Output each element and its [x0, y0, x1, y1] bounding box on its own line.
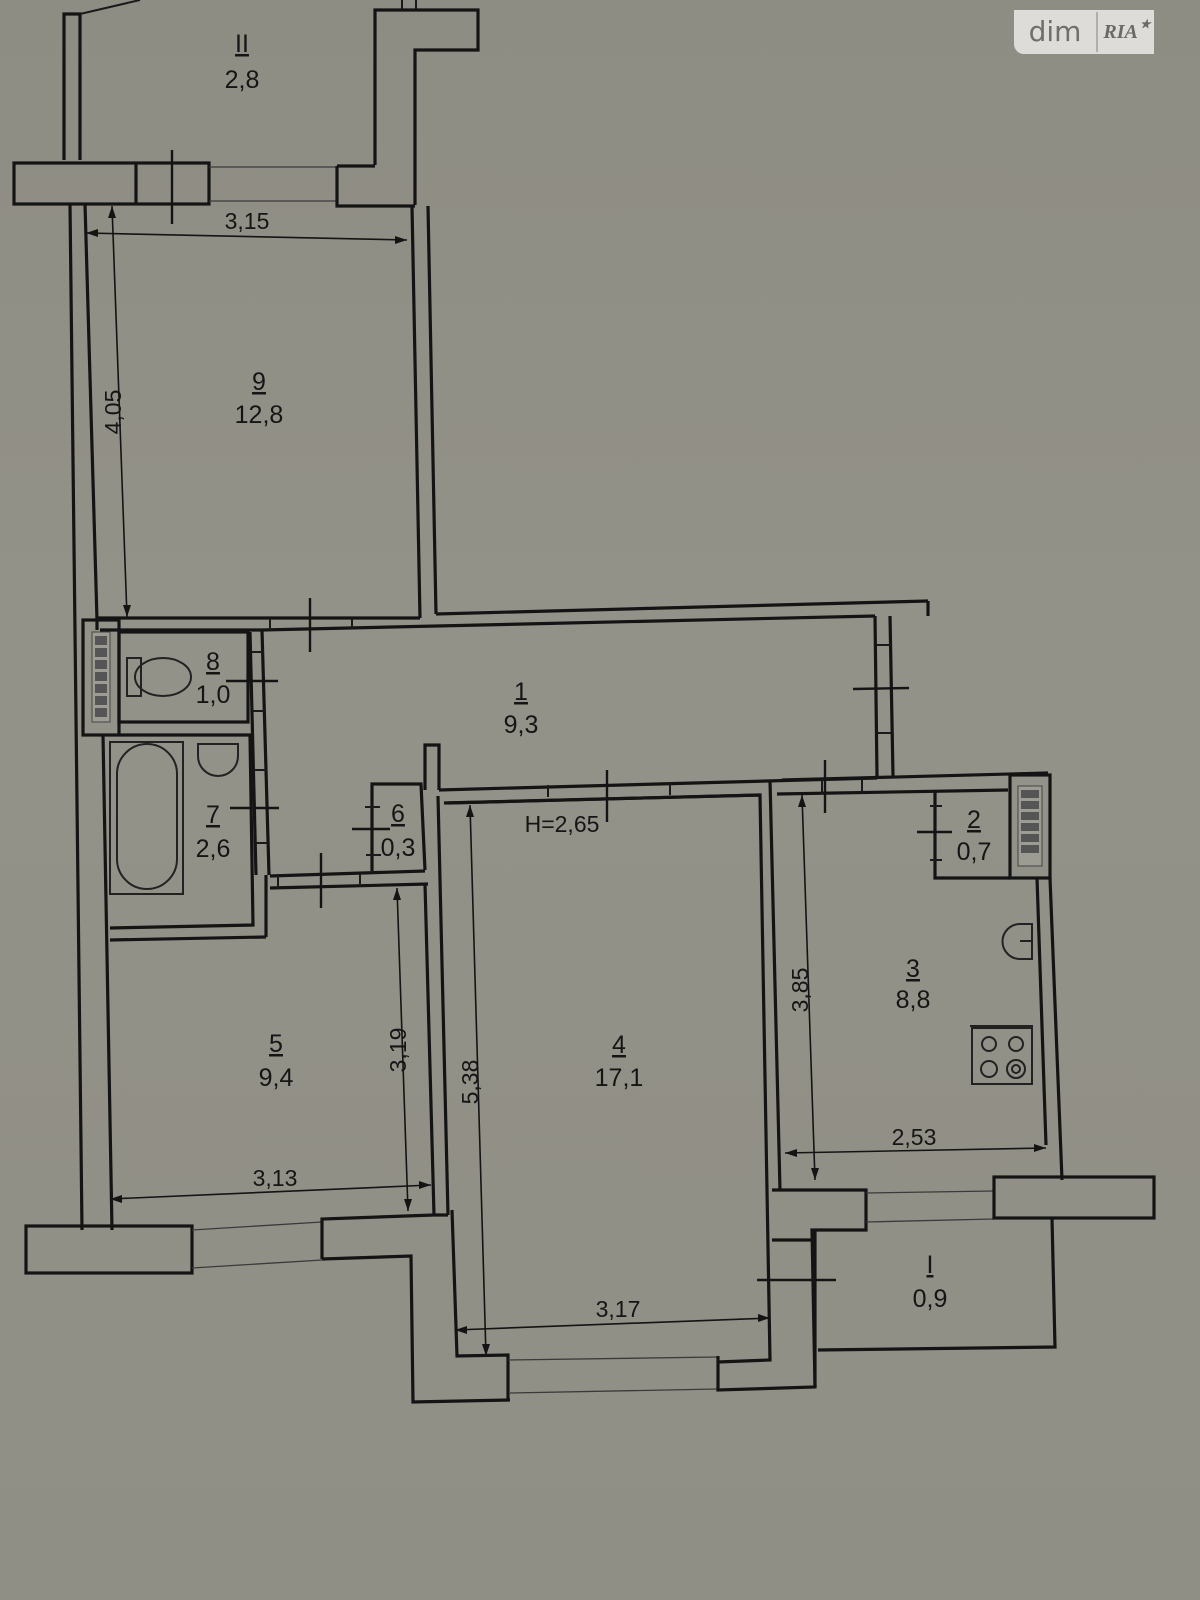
dimension-label: 4,05 — [100, 390, 126, 435]
room-area-label: 2,8 — [225, 66, 260, 94]
room-area-label: 0,9 — [913, 1285, 948, 1313]
watermark-dim-text: dim — [1014, 12, 1098, 52]
watermark-ria-text: RIA — [1103, 20, 1138, 43]
room-labels: II 2,8 9 12,8 8 1,0 1 9,3 7 2,6 6 0,3 2 … — [196, 30, 992, 1313]
dimension-room9-width: 3,15 — [85, 208, 408, 244]
balcony-i — [757, 1175, 1156, 1388]
room-number-label: II — [235, 30, 249, 58]
vent-block-left — [81, 618, 121, 737]
dimension-label: 3,15 — [225, 208, 270, 234]
ceiling-height-label: H=2,65 — [525, 811, 600, 837]
room-number-label: 1 — [514, 678, 528, 706]
room-area-label: 8,8 — [896, 986, 931, 1014]
dimension-room5-width: 3,13 — [109, 1165, 432, 1203]
room-area-label: 9,3 — [504, 711, 539, 739]
room-5 — [423, 795, 450, 1216]
dimension-room4-length: 5,38 — [457, 804, 490, 1357]
watermark-ria-logo: RIA★ — [1098, 17, 1154, 44]
room-number-label: 4 — [612, 1031, 626, 1059]
balcony-ii — [62, 0, 480, 205]
room-9 — [68, 203, 438, 1231]
dimension-room5-length: 3,19 — [385, 887, 412, 1212]
star-icon: ★ — [1139, 16, 1151, 31]
room-6 — [269, 782, 429, 908]
room-7 — [101, 733, 279, 1231]
room-number-label: 7 — [206, 801, 220, 829]
wall-band-top — [12, 150, 415, 224]
room-number-label: I — [927, 1251, 934, 1279]
room-area-label: 1,0 — [196, 681, 231, 709]
dimension-room9-length: 4,05 — [100, 205, 131, 618]
dimension-label: 3,13 — [253, 1165, 298, 1191]
dimension-label: 3,17 — [596, 1296, 641, 1322]
room-number-label: 6 — [391, 800, 405, 828]
room-8 — [117, 630, 278, 724]
room-number-label: 2 — [967, 806, 981, 834]
dimension-label: 3,85 — [787, 968, 813, 1013]
dimria-watermark: dim RIA★ — [1014, 10, 1154, 54]
dimension-room4-width: 3,17 — [454, 1296, 771, 1334]
room-3 — [776, 760, 1064, 1181]
dimension-label: 3,19 — [385, 1028, 411, 1073]
dimension-label: 5,38 — [457, 1060, 483, 1105]
dimension-room3-length: 3,85 — [787, 794, 819, 1181]
dimension-room3-width: 2,53 — [784, 1124, 1047, 1157]
room-area-label: 12,8 — [235, 401, 284, 429]
room-area-label: 17,1 — [595, 1064, 644, 1092]
room-number-label: 3 — [906, 955, 920, 983]
room-area-label: 0,7 — [957, 838, 992, 866]
room-area-label: 2,6 — [196, 835, 231, 863]
room-area-label: 9,4 — [259, 1064, 294, 1092]
room-area-label: 0,3 — [381, 834, 416, 862]
room-number-label: 9 — [252, 368, 266, 396]
room-number-label: 5 — [269, 1030, 283, 1058]
room-number-label: 8 — [206, 648, 220, 676]
dimension-label: 2,53 — [892, 1124, 937, 1150]
wall-band-bottom-left — [24, 1213, 511, 1404]
